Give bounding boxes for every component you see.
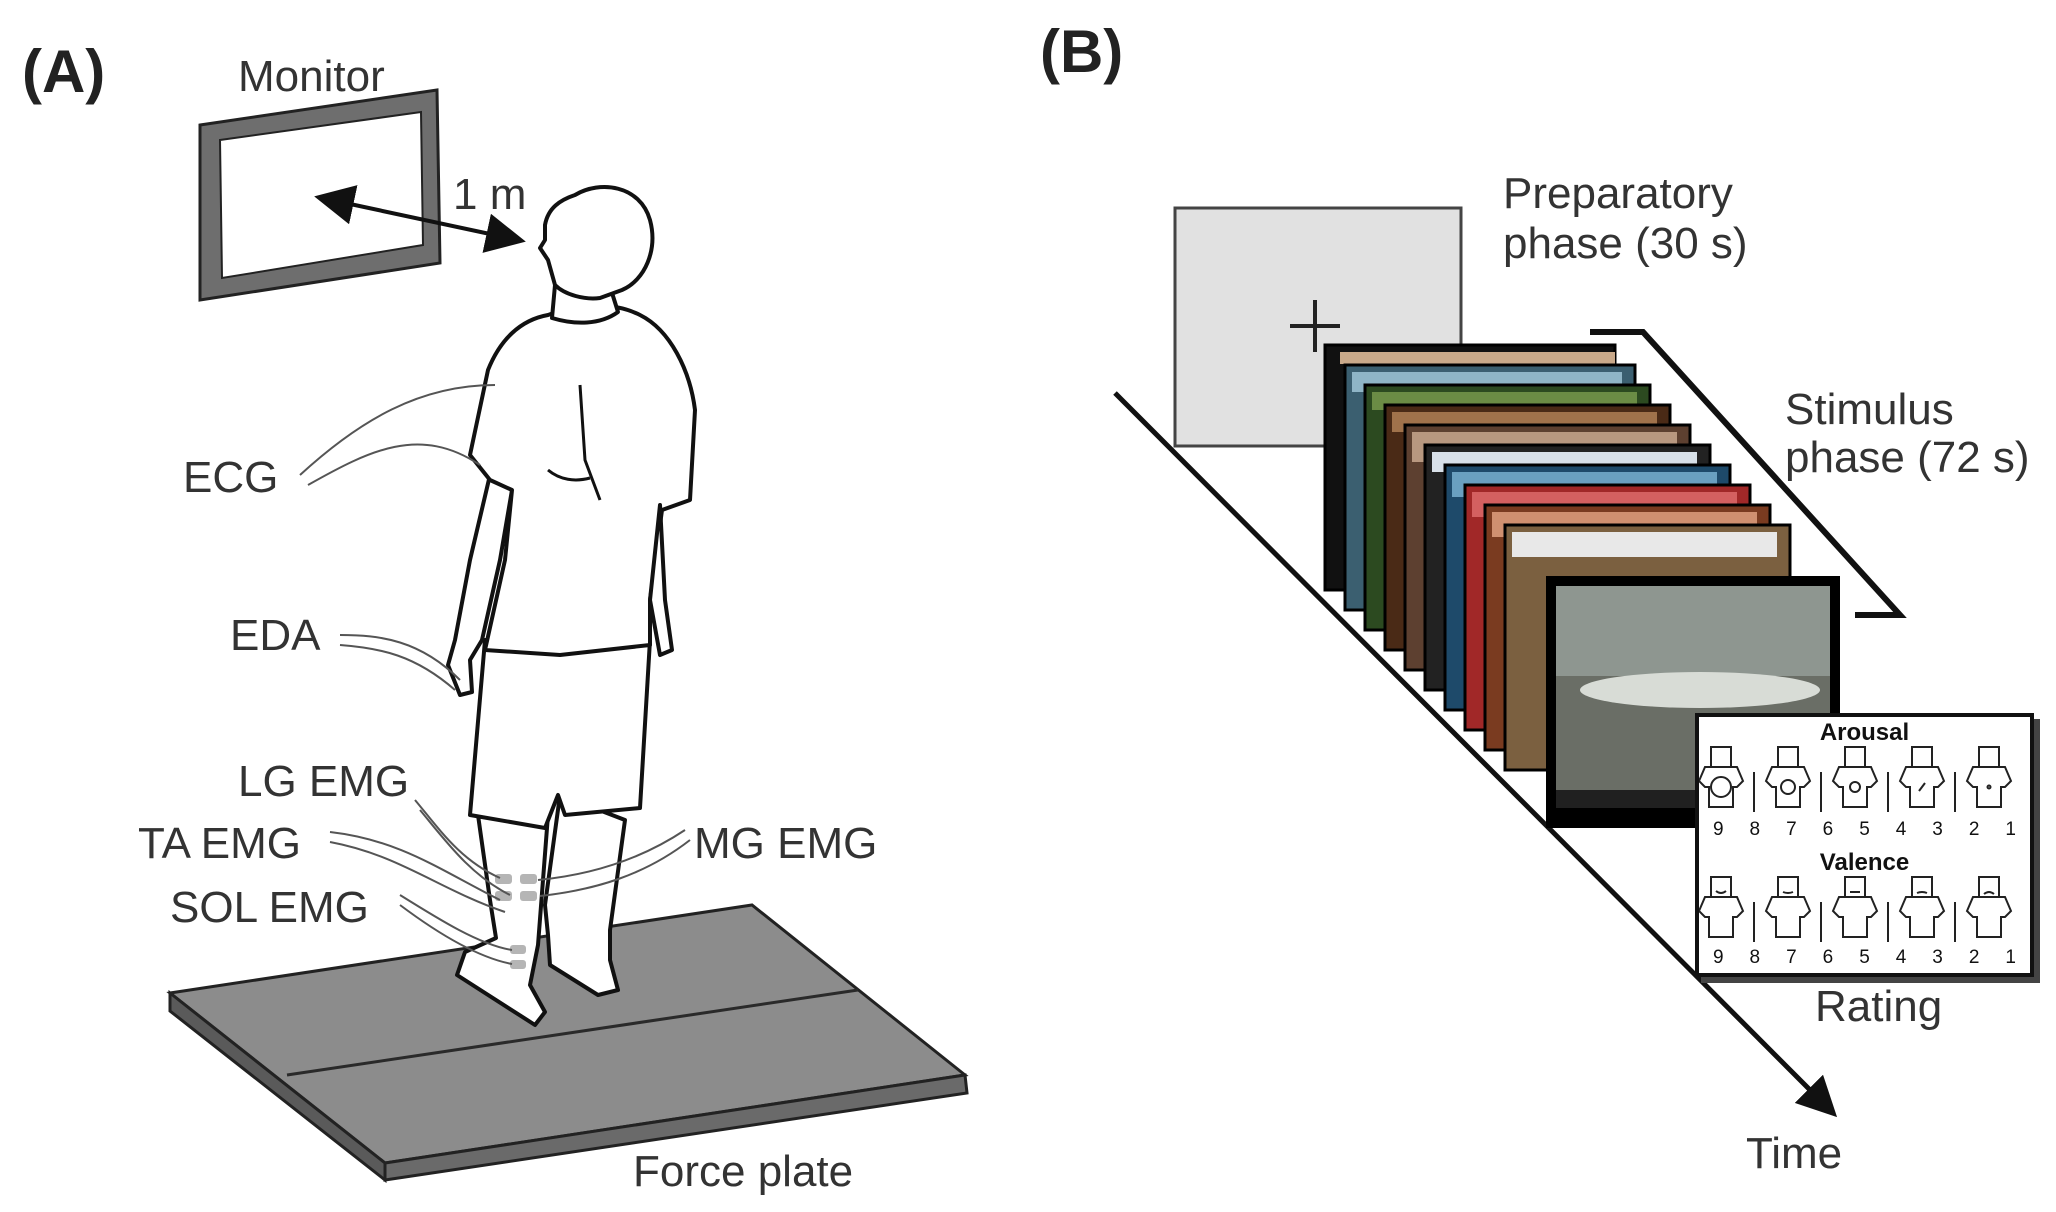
sensor-label-ecg: ECG	[183, 453, 279, 502]
monitor-label: Monitor	[238, 52, 385, 101]
force-plate	[166, 903, 969, 1184]
sensor-label-ta-emg: TA EMG	[138, 819, 301, 868]
arousal-title: Arousal	[1819, 719, 1910, 746]
valence-scale-value: 9	[1713, 947, 1724, 968]
arousal-scale-value: 7	[1786, 819, 1797, 840]
arousal-scale: 9 8 7 6 5 4 3 2 1	[1713, 819, 2016, 841]
arousal-scale-value: 6	[1822, 819, 1834, 840]
valence-title: Valence	[1819, 849, 1910, 876]
valence-scale-value: 1	[2005, 947, 2016, 968]
sensor-label-sol-emg: SOL EMG	[170, 883, 369, 932]
preparatory-phase-label-line2: phase (30 s)	[1503, 219, 1748, 268]
emg-electrodes	[495, 874, 537, 969]
panel-a-label: (A)	[22, 38, 106, 105]
arousal-scale-value: 3	[1932, 819, 1943, 840]
valence-scale-value: 4	[1895, 947, 1907, 968]
time-label: Time	[1746, 1129, 1843, 1178]
rating-card: Arousal 9 8 7 6 5 4 3 2 1 Valence	[1695, 713, 2034, 977]
time-axis-arrow	[1113, 391, 1838, 1118]
panel-b-label: (B)	[1040, 18, 1124, 85]
valence-scale-value: 3	[1932, 947, 1943, 968]
valence-scale-value: 7	[1786, 947, 1797, 968]
rating-label: Rating	[1815, 982, 1943, 1031]
sensor-label-mg-emg: MG EMG	[694, 819, 878, 868]
valence-scale-value: 2	[1968, 947, 1980, 968]
arousal-scale-value: 4	[1895, 819, 1907, 840]
participant-figure	[446, 185, 697, 1027]
valence-scale-value: 8	[1749, 947, 1761, 968]
valence-scale-value: 6	[1822, 947, 1834, 968]
stimulus-stack	[1323, 343, 1840, 828]
arousal-scale-value: 8	[1749, 819, 1761, 840]
sensor-label-lg-emg: LG EMG	[238, 757, 410, 806]
force-plate-label: Force plate	[633, 1147, 854, 1196]
sam-figures	[1699, 746, 2013, 942]
preparatory-phase-label-line1: Preparatory	[1503, 169, 1733, 218]
sensor-wires	[299, 384, 691, 965]
stimulus-bracket	[1590, 329, 1907, 618]
valence-scale: 9 8 7 6 5 4 3 2 1	[1713, 947, 2016, 969]
valence-scale-value: 5	[1859, 947, 1870, 968]
arousal-scale-value: 2	[1968, 819, 1980, 840]
stimulus-phase-label-line1: Stimulus	[1785, 385, 1954, 434]
monitor-frame	[198, 88, 442, 302]
arousal-scale-value: 1	[2005, 819, 2016, 840]
sensor-label-eda: EDA	[230, 611, 321, 660]
distance-arrow	[314, 185, 526, 253]
arousal-scale-value: 9	[1713, 819, 1724, 840]
stimulus-phase-label-line2: phase (72 s)	[1785, 433, 2030, 482]
arousal-scale-value: 5	[1859, 819, 1870, 840]
